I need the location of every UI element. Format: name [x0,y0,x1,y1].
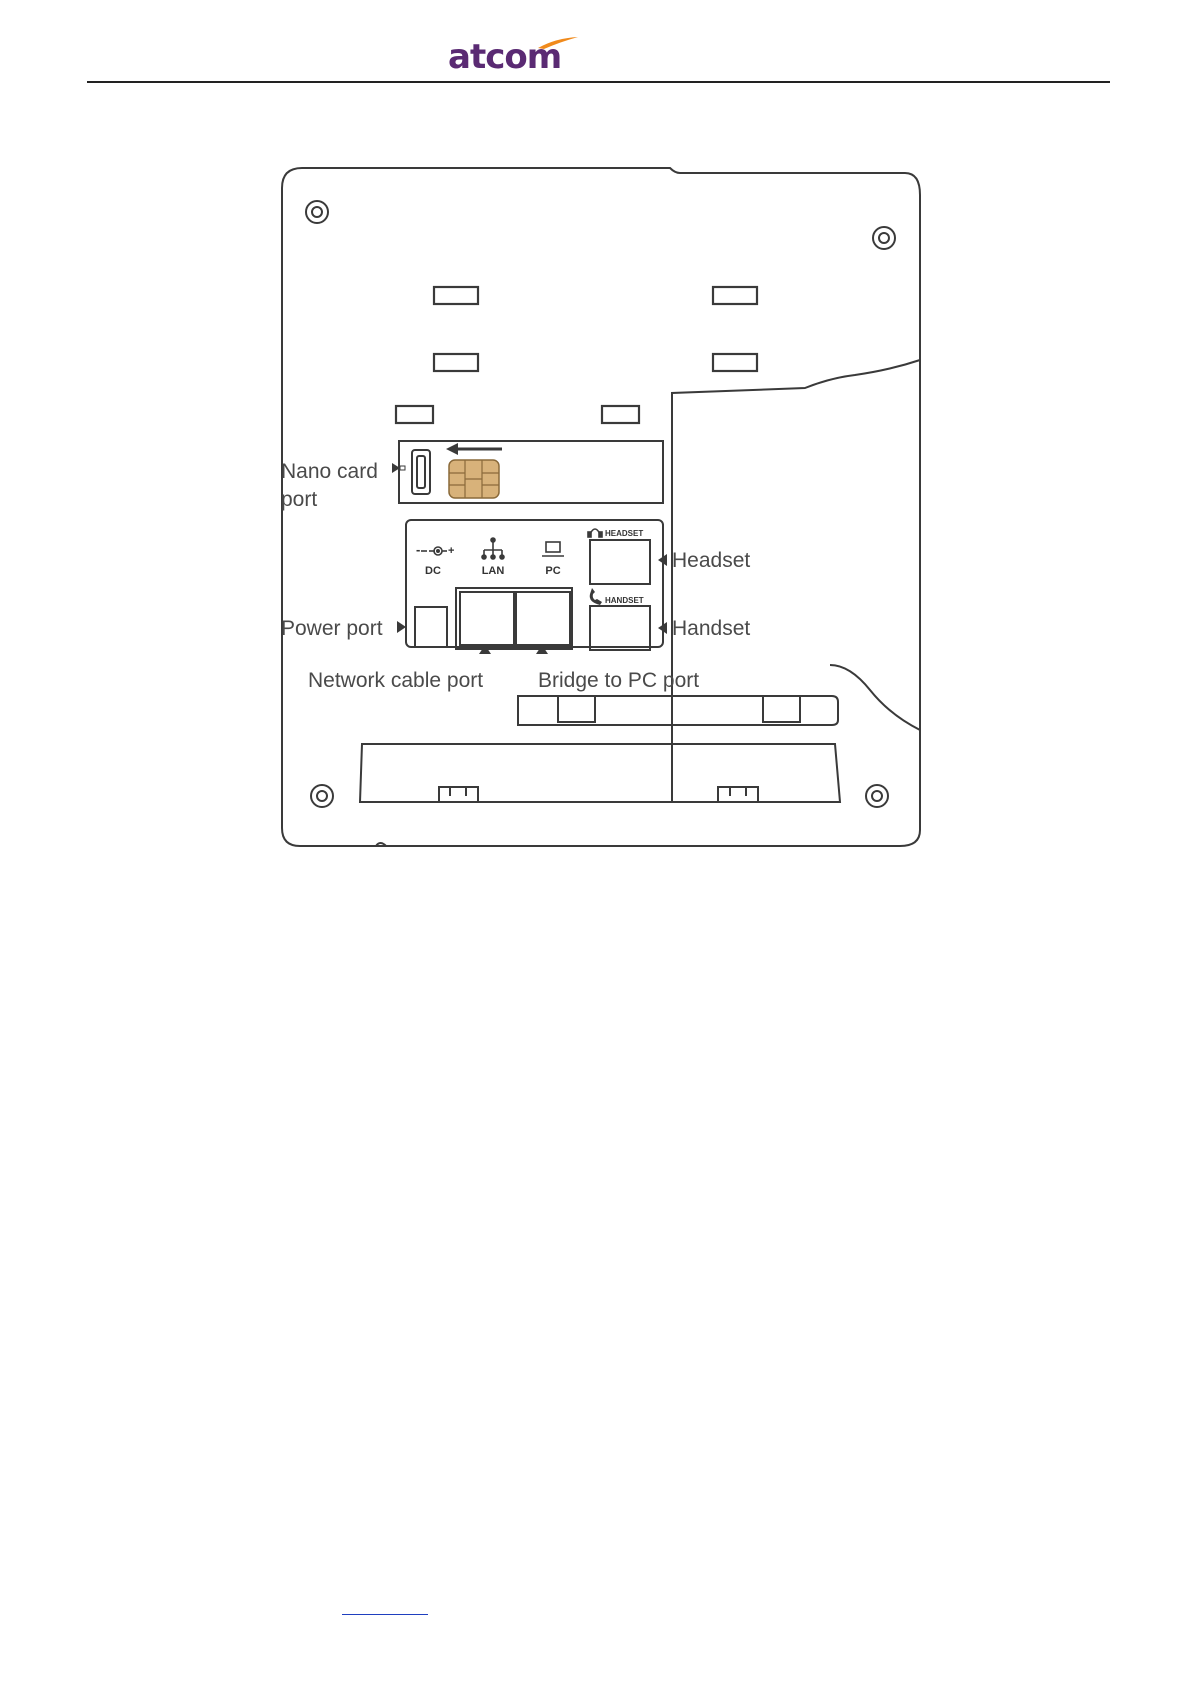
footer-link-underline[interactable] [342,1614,428,1615]
handset-callout: Handset [672,617,750,640]
headset-port-label: HEADSET [605,529,643,538]
header-rule [87,81,1110,83]
handset-cradle-curve [672,360,920,802]
pc-laptop-icon [542,542,564,556]
handset-port [590,606,650,650]
handset-hook-bar [518,696,838,725]
mounting-slot [713,287,757,304]
dc-symbol-icon [421,547,447,555]
hook-clip [558,696,595,722]
hook-clip [763,696,800,722]
headset-callout: Headset [672,549,750,572]
mounting-slot [602,406,639,423]
lan-network-icon [482,538,504,559]
handset-icon [590,588,602,605]
phone-back-diagram: - + DC LAN PC [270,160,930,850]
power-port [415,607,447,647]
mounting-slot [396,406,433,423]
bridge-to-pc-port-callout: Bridge to PC port [538,669,699,692]
screw-hole-icon [306,201,328,223]
power-port-callout: Power port [281,617,383,640]
stand-clip [439,787,478,802]
pc-label: PC [545,565,560,577]
power-port-arrow-icon [397,621,406,633]
handset-port-label: HANDSET [605,596,644,605]
nano-card-compartment [399,441,663,503]
dc-label: DC [425,565,441,577]
pc-port [516,592,570,645]
mounting-slot [434,354,478,371]
atcom-logo: atcom [448,36,578,78]
nano-card-callout-line1: Nano card [281,460,378,483]
network-cable-port-callout: Network cable port [308,669,483,692]
sim-chip-icon [449,460,499,498]
mounting-slot [713,354,757,371]
lan-port [460,592,514,645]
dc-minus-label: - [416,542,420,557]
headset-icon [588,529,602,537]
insert-direction-arrow-icon [446,443,502,455]
screw-hole-icon [866,785,888,807]
screw-hole-icon [311,785,333,807]
lan-label: LAN [482,565,505,577]
headset-port [590,540,650,584]
nano-card-callout-line2: port [281,488,317,511]
stand-clip [718,787,758,802]
dc-plus-label: + [448,545,454,557]
phone-back-panel-figure: - + DC LAN PC [270,160,930,850]
stand-slot [360,744,840,802]
screw-hole-icon [873,227,895,249]
mounting-slot [434,287,478,304]
logo-swoosh-icon [536,36,580,50]
